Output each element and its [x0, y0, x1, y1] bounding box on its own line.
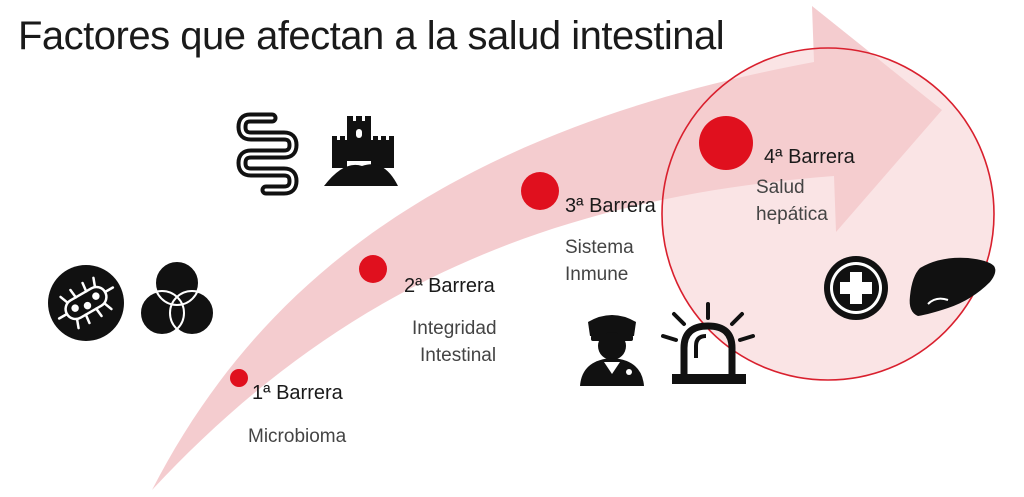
castle-icon	[324, 116, 398, 186]
barrier-4-label: 4ª Barrera	[764, 146, 855, 168]
barrier-1-label: 1ª Barrera	[252, 382, 343, 404]
medical-cross-icon	[824, 256, 888, 320]
page-title: Factores que afectan a la salud intestin…	[18, 14, 725, 58]
barrier-4-subtitle: Salud hepática	[756, 177, 828, 225]
barrier-2-label: 2ª Barrera	[404, 275, 495, 297]
barrier-3-subtitle: Sistema Inmune	[565, 237, 634, 285]
barrier-1-dot	[230, 369, 248, 387]
liver-icon	[909, 257, 996, 316]
alarm-siren-icon	[661, 302, 755, 384]
barrier-2-subtitle: Integridad Intestinal	[412, 318, 497, 366]
barrier-3-label: 3ª Barrera	[565, 195, 656, 217]
barrier-2-dot	[359, 255, 387, 283]
venn-diagram-icon	[139, 260, 215, 336]
intestine-icon	[236, 112, 299, 196]
bacteria-icon	[48, 265, 124, 341]
barrier-1-subtitle: Microbioma	[248, 426, 347, 447]
barrier-3-dot	[521, 172, 559, 210]
barrier-4-dot	[699, 116, 753, 170]
police-officer-icon	[580, 315, 644, 386]
